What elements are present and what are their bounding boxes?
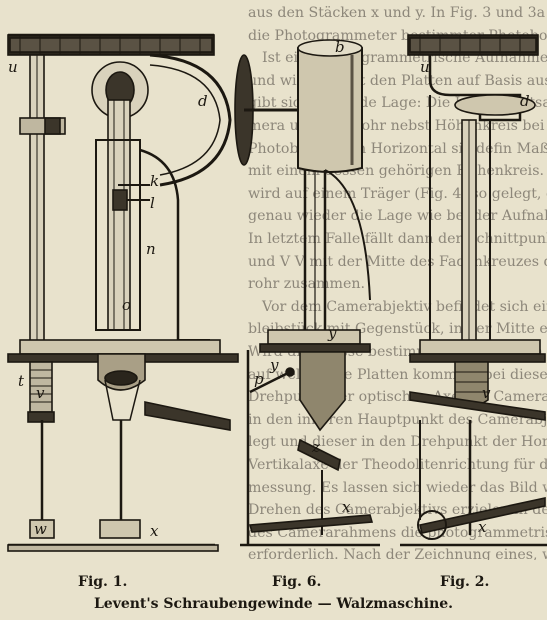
label-v-right: v bbox=[482, 384, 491, 402]
fig1-drawing bbox=[7, 33, 239, 552]
background-text-line: aus den Stäcken x und y. In Fig. 3 und 3… bbox=[248, 5, 547, 21]
label-y-mid: y bbox=[270, 356, 279, 374]
engraving-plate bbox=[7, 33, 547, 552]
label-w: w bbox=[34, 520, 47, 538]
label-n: n bbox=[146, 240, 156, 258]
label-y-top: y bbox=[328, 324, 337, 342]
label-z: z bbox=[312, 438, 320, 456]
fig2-drawing bbox=[400, 34, 547, 547]
figure-caption: Levent's Schraubengewinde — Walzmaschine… bbox=[93, 596, 454, 612]
label-x-right: x bbox=[478, 518, 487, 536]
label-p: p bbox=[254, 370, 264, 388]
label-u-right: u bbox=[420, 58, 430, 76]
figure-label-6: Fig. 6. bbox=[272, 574, 322, 590]
background-text-line: erforderlich. Nach der Zeichnung eines, … bbox=[248, 547, 547, 560]
label-o: o bbox=[122, 296, 132, 314]
label-d-left: d bbox=[198, 92, 208, 110]
label-t: t bbox=[18, 372, 25, 390]
background-text-line: legt und dieser in den Drehpunkt der Hor… bbox=[248, 434, 547, 451]
figure-label-2: Fig. 2. bbox=[440, 574, 490, 590]
label-x-left: x bbox=[150, 522, 159, 540]
label-b: b bbox=[335, 38, 345, 56]
label-d-right: d bbox=[520, 92, 530, 110]
label-v-left: v bbox=[36, 384, 45, 402]
label-k: k bbox=[150, 172, 160, 190]
figure-label-1: Fig. 1. bbox=[78, 574, 128, 590]
fig6-drawing bbox=[234, 39, 380, 547]
label-x-mid: x bbox=[342, 498, 351, 516]
label-u-left: u bbox=[8, 58, 18, 76]
label-l: l bbox=[150, 194, 155, 212]
background-text-line: rohr zusammen. bbox=[248, 276, 366, 293]
